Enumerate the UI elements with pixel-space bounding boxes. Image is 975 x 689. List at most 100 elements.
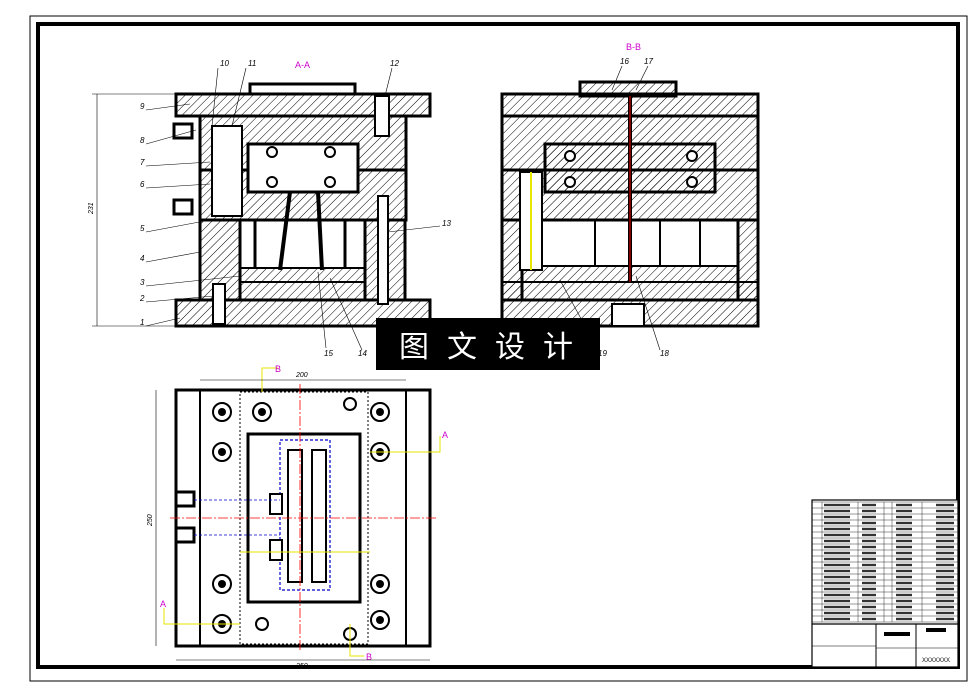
part-number: 11 [248,59,256,68]
part-number: 13 [442,219,451,228]
part-number: 12 [390,59,399,68]
part-number: 9 [140,102,145,111]
part-number: 10 [220,59,229,68]
plan-view: B B A A 200 250 250 [147,364,448,670]
parts-list-cell-text [936,539,954,543]
parts-list-cell-text [824,593,850,597]
parts-list-cell-text [896,527,912,531]
parts-list-cell-text [896,551,912,555]
marker-b-top: B [275,364,281,374]
parts-list-cell-text [862,515,876,519]
watermark-banner: 图文设计 [376,318,600,370]
parts-list-cell-text [896,563,912,567]
parts-list-cell-text [824,515,850,519]
part-callouts-right: 16 17 19 18 [559,57,669,358]
parts-list-cell-text [936,521,954,525]
parts-list-cell-text [862,551,876,555]
parts-list-cell-text [862,503,876,507]
parts-list-cell-text [936,533,954,537]
parts-list-cell-text [862,563,876,567]
section-aa-label: A-A [295,60,310,70]
parts-list-cell-text [824,545,850,549]
outer-border [29,15,968,682]
parts-list-cell-text [824,605,850,609]
parts-list-cell-text [862,545,876,549]
parts-list-cell-text [936,545,954,549]
part-number: 15 [324,349,333,358]
parts-list-cell-text [896,539,912,543]
parts-list-cell-text [824,587,850,591]
parts-list-cell-text [862,611,876,615]
parts-list-cell-text [896,587,912,591]
part-number: 17 [644,57,653,66]
parts-list-cell-text [824,599,850,603]
parts-list-cell-text [824,581,850,585]
parts-list [811,501,959,623]
parts-list-cell-text [862,569,876,573]
part-number: 5 [140,224,145,233]
marker-a-right: A [442,430,448,440]
parts-list-cell-text [896,617,912,621]
dimension-250-height: 250 [147,514,154,527]
parts-list-cell-text [896,575,912,579]
section-bb-label: B-B [626,42,641,52]
parts-list-cell-text [936,611,954,615]
parts-list-cell-text [862,575,876,579]
parts-list-cell-text [896,599,912,603]
parts-list-cell-text [824,563,850,567]
inner-border [36,22,960,669]
parts-list-cell-text [824,617,850,621]
parts-list-cell-text [824,521,850,525]
dimension-231: 231 [88,202,95,215]
part-number: 2 [139,294,145,303]
parts-list-cell-text [862,617,876,621]
drawing-code: XXXXXXX [922,658,950,664]
parts-list-cell-text [896,515,912,519]
parts-list-cell-text [862,593,876,597]
parts-list-cell-text [896,569,912,573]
parts-list-cell-text [862,557,876,561]
parts-list-cell-text [896,581,912,585]
parts-list-cell-text [862,521,876,525]
parts-list-cell-text [936,575,954,579]
parts-list-cell-text [936,509,954,513]
parts-list-cell-text [896,533,912,537]
parts-list-cell-text [896,503,912,507]
parts-list-cell-text [936,593,954,597]
parts-list-cell-text [936,605,954,609]
part-number: 6 [140,180,145,189]
parts-list-cell-text [936,617,954,621]
parts-list-cell-text [896,611,912,615]
parts-list-cell-text [896,545,912,549]
parts-list-cell-text [936,587,954,591]
part-number: 19 [598,349,607,358]
part-number: 18 [660,349,669,358]
parts-list-cell-text [896,557,912,561]
parts-list-cell-text [824,539,850,543]
parts-list-cell-text [862,527,876,531]
parts-list-cell-text [862,509,876,513]
parts-list-cell-text [936,599,954,603]
parts-list-cell-text [936,503,954,507]
parts-list-cell-text [896,521,912,525]
parts-list-cell-text [824,533,850,537]
parts-list-cell-text [824,611,850,615]
parts-list-cell-text [824,575,850,579]
title-block: XXXXXXX [811,499,959,668]
parts-list-cell-text [862,605,876,609]
parts-list-cell-text [862,539,876,543]
parts-list-cell-text [824,569,850,573]
part-number: 8 [140,136,145,145]
parts-list-cell-text [824,551,850,555]
part-number: 7 [140,158,145,167]
parts-list-cell-text [824,527,850,531]
parts-list-cell-text [824,509,850,513]
section-aa-view: A-A [88,60,432,328]
parts-list-cell-text [936,515,954,519]
part-number: 16 [620,57,629,66]
parts-list-cell-text [936,557,954,561]
parts-list-cell-text [824,503,850,507]
dimension-250-width: 250 [295,663,308,670]
dimension-200: 200 [295,372,308,379]
